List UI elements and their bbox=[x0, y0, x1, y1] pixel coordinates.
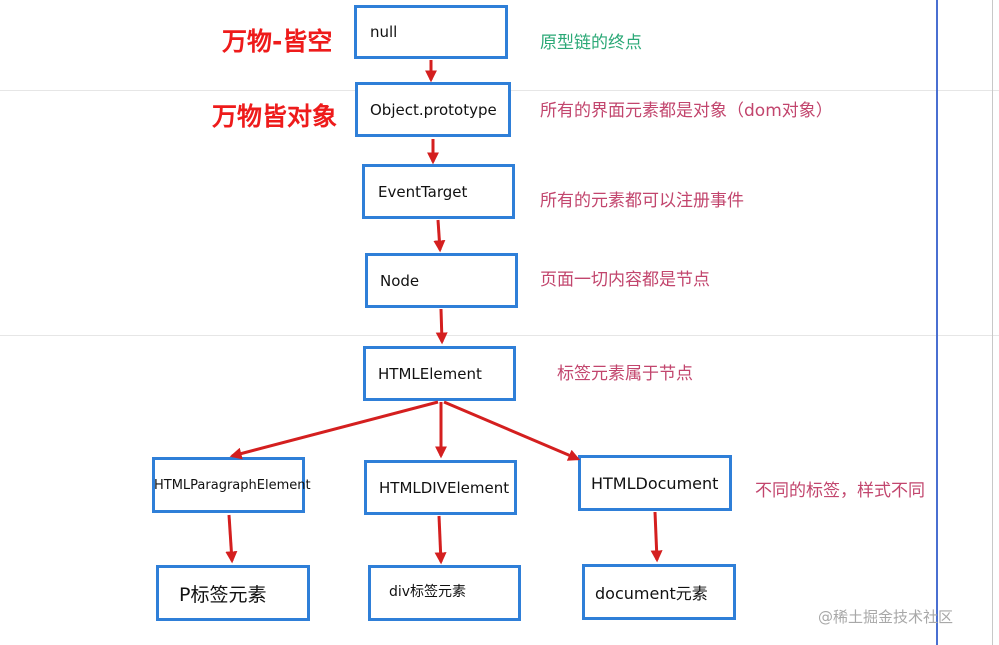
note-node: 页面一切内容都是节点 bbox=[540, 270, 710, 290]
node-html-div-element: HTMLDIVElement bbox=[364, 460, 517, 515]
note-html-document: 不同的标签，样式不同 bbox=[755, 481, 925, 501]
note-event-target: 所有的元素都可以注册事件 bbox=[540, 191, 744, 211]
node-html-document: HTMLDocument bbox=[578, 455, 732, 511]
node-html-document-label: HTMLDocument bbox=[591, 473, 719, 493]
note-object-prototype: 所有的界面元素都是对象（dom对象） bbox=[540, 101, 833, 121]
arrow-div-to-div-element bbox=[434, 515, 447, 565]
arrow-document-to-document-element bbox=[650, 511, 663, 563]
node-document-element-label: document元素 bbox=[595, 584, 708, 603]
node-node: Node bbox=[365, 253, 518, 308]
canvas-edge-line bbox=[992, 0, 993, 645]
node-document-element: document元素 bbox=[582, 564, 736, 620]
node-null-label: null bbox=[370, 23, 398, 41]
node-object-prototype: Object.prototype bbox=[355, 82, 511, 137]
label-everything-object: 万物皆对象 bbox=[212, 102, 338, 131]
watermark: @稀土掘金技术社区 bbox=[818, 608, 954, 626]
arrow-event-target-to-node bbox=[433, 219, 446, 253]
node-div-element-label: div标签元素 bbox=[389, 584, 467, 600]
node-html-div-element-label: HTMLDIVElement bbox=[379, 478, 510, 497]
node-null: null bbox=[354, 5, 508, 59]
label-everything-empty: 万物-皆空 bbox=[222, 27, 333, 56]
node-html-paragraph-element: HTMLParagraphElement bbox=[152, 457, 311, 513]
arrow-node-to-html-element bbox=[435, 308, 448, 345]
node-p-element-label: P标签元素 bbox=[179, 583, 267, 606]
note-null: 原型链的终点 bbox=[540, 33, 642, 53]
node-div-element: div标签元素 bbox=[368, 565, 521, 621]
node-event-target-label: EventTarget bbox=[378, 182, 468, 201]
node-html-element: HTMLElement bbox=[363, 346, 516, 401]
node-event-target: EventTarget bbox=[362, 164, 515, 219]
node-node-label: Node bbox=[380, 271, 420, 290]
node-html-element-label: HTMLElement bbox=[378, 364, 482, 383]
node-html-paragraph-element-label: HTMLParagraphElement bbox=[154, 477, 311, 493]
node-p-element: P标签元素 bbox=[156, 565, 310, 621]
arrow-paragraph-to-p-element bbox=[225, 514, 238, 564]
arrow-html-element-to-paragraph bbox=[229, 400, 439, 460]
background-guide-line bbox=[0, 335, 999, 336]
node-object-prototype-label: Object.prototype bbox=[370, 100, 497, 119]
note-html-element: 标签元素属于节点 bbox=[557, 364, 693, 384]
arrow-html-element-to-document bbox=[443, 400, 581, 461]
canvas-edge-line bbox=[936, 0, 938, 645]
